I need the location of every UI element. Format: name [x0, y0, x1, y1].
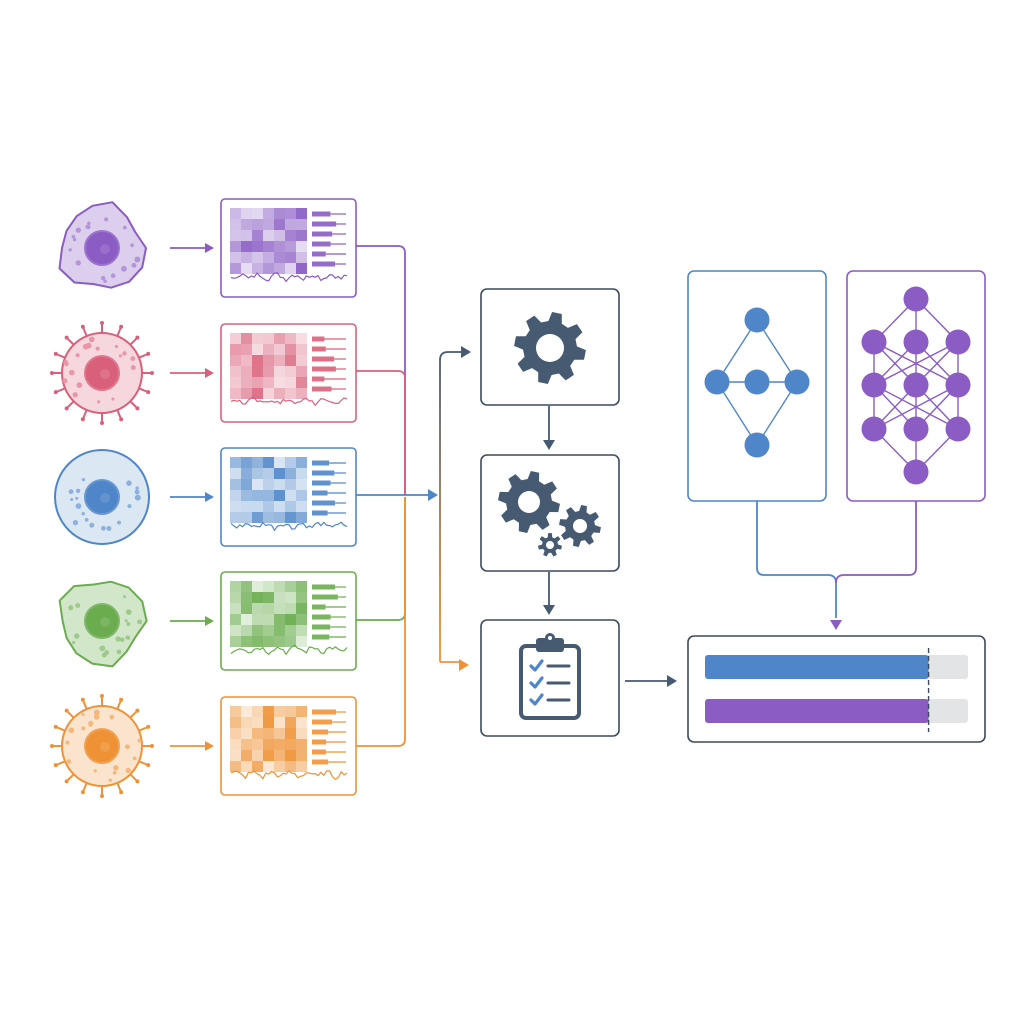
- connector-model-deep: [835, 501, 917, 584]
- cell-column: [50, 201, 214, 798]
- signal-trace: [230, 521, 348, 532]
- arrow-purple: [170, 243, 214, 253]
- signal-trace: [230, 644, 348, 656]
- connector-model-simple: [756, 501, 837, 618]
- arrowhead-evaluate: [543, 605, 555, 615]
- arrowhead-results: [667, 675, 677, 687]
- bar-fill: [705, 699, 929, 723]
- arrowhead-to-evaluate: [459, 659, 469, 671]
- arrow-orange: [170, 741, 214, 751]
- arrow-green: [170, 616, 214, 626]
- pipeline-step-configure[interactable]: [480, 288, 620, 406]
- data-panel-purple[interactable]: [220, 198, 357, 298]
- signal-trace: [230, 272, 348, 283]
- data-panel-green[interactable]: [220, 571, 357, 671]
- arrowhead-process: [543, 440, 555, 450]
- deep-network-score: [705, 699, 968, 723]
- cell-green: [58, 580, 148, 668]
- heatmap: [230, 706, 307, 772]
- arrowhead-models-results: [830, 620, 842, 630]
- signal-trace: [230, 396, 348, 407]
- connector-lines: [356, 245, 917, 747]
- connector-branch: [439, 351, 462, 662]
- feature-bars: [312, 460, 346, 516]
- cell-purple: [58, 201, 147, 289]
- cell-red: [50, 321, 154, 425]
- heatmap: [230, 457, 307, 523]
- feature-bars: [312, 336, 346, 392]
- pipeline-step-process[interactable]: [480, 454, 620, 572]
- signal-trace: [230, 770, 348, 781]
- results-panel: [687, 635, 986, 743]
- model-simple-network[interactable]: [687, 270, 827, 502]
- arrow-blue: [170, 492, 214, 502]
- data-panel-orange[interactable]: [220, 696, 357, 796]
- gears-icon: [498, 471, 601, 557]
- bar-fill: [705, 655, 929, 679]
- connector-orange: [356, 497, 406, 747]
- feature-bars: [312, 709, 346, 765]
- feature-bars: [312, 211, 346, 267]
- heatmap: [230, 333, 307, 399]
- connector-green: [356, 497, 406, 621]
- feature-bars: [312, 584, 346, 640]
- heatmap: [230, 581, 307, 647]
- model-deep-network[interactable]: [846, 270, 986, 502]
- result-bars: [705, 648, 968, 732]
- pipeline-step-evaluate[interactable]: [480, 619, 620, 737]
- heatmap: [230, 208, 307, 274]
- arrowhead-merge: [428, 489, 438, 501]
- connector-purple: [356, 245, 406, 495]
- data-panel-column: [220, 198, 357, 796]
- cell-orange: [50, 694, 154, 798]
- model-column: [687, 270, 986, 502]
- gear-icon: [514, 312, 586, 384]
- connector-red: [356, 370, 406, 495]
- arrowhead-to-configure: [461, 346, 471, 358]
- pipeline-column: [480, 288, 620, 737]
- arrow-red: [170, 368, 214, 378]
- simple-network-score: [705, 655, 968, 679]
- data-panel-blue[interactable]: [220, 447, 357, 547]
- deep-network-icon: [861, 286, 971, 485]
- clipboard-checklist-icon: [519, 633, 581, 720]
- cell-blue: [54, 449, 150, 545]
- data-panel-red[interactable]: [220, 323, 357, 423]
- small-network-icon: [704, 307, 810, 458]
